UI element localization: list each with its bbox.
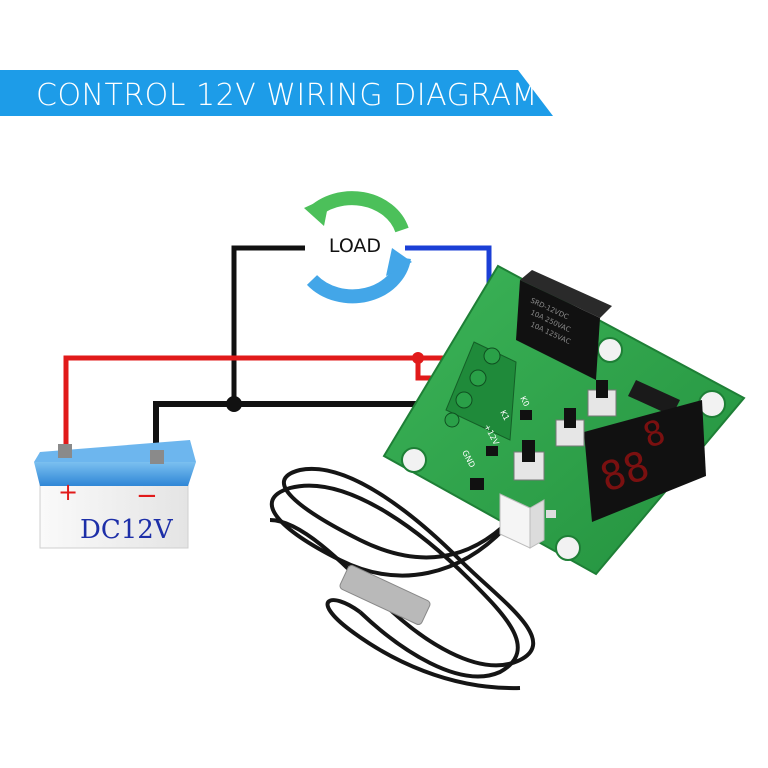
battery-minus-sign: − [136, 481, 158, 511]
smd-component [486, 446, 498, 456]
banner-background [0, 70, 553, 116]
thermostat-board: SRD-12VDC 10A 250VAC 10A 125VAC K0 K1 +1… [382, 264, 746, 576]
blue-arrow-icon [386, 248, 412, 276]
relay: SRD-12VDC 10A 250VAC 10A 125VAC [516, 270, 612, 380]
title-banner [0, 70, 553, 116]
smd-component [520, 410, 532, 420]
terminal-screw [455, 391, 473, 409]
battery: + − DC12V [34, 440, 196, 549]
microcontroller-chip [628, 380, 680, 416]
terminal-screw [444, 412, 460, 428]
down-button[interactable] [513, 440, 545, 481]
page-title: CONTROL 12V WIRING DIAGRAM [36, 78, 538, 113]
mounting-hole [555, 535, 581, 561]
mounting-hole [698, 390, 726, 418]
set-button[interactable] [587, 380, 617, 417]
smd-component [470, 478, 484, 490]
load-label: LOAD [329, 235, 381, 257]
sensor-connector [499, 493, 545, 549]
green-arrow-icon [304, 196, 330, 226]
seven-segment-display: 88 8 [584, 400, 706, 522]
battery-cap [34, 462, 196, 486]
wire-negative-load [231, 245, 305, 404]
battery-positive-terminal [58, 444, 72, 458]
smd-component [546, 510, 556, 518]
battery-voltage-label: DC12V [80, 515, 174, 545]
mounting-hole [401, 447, 427, 473]
terminal-screw [469, 369, 487, 387]
temperature-probe [339, 565, 431, 625]
load-symbol: LOAD [304, 191, 412, 304]
terminal-screw [483, 347, 501, 365]
battery-negative-terminal [150, 450, 164, 464]
silk-label-k0: K0 [518, 395, 531, 408]
battery-plus-sign: + [58, 478, 78, 506]
up-button[interactable] [555, 408, 585, 447]
wire-negative-black [153, 396, 452, 462]
mounting-hole [597, 337, 623, 363]
screw-terminal-block [444, 341, 517, 441]
silk-label-k1: K1 [498, 409, 511, 422]
